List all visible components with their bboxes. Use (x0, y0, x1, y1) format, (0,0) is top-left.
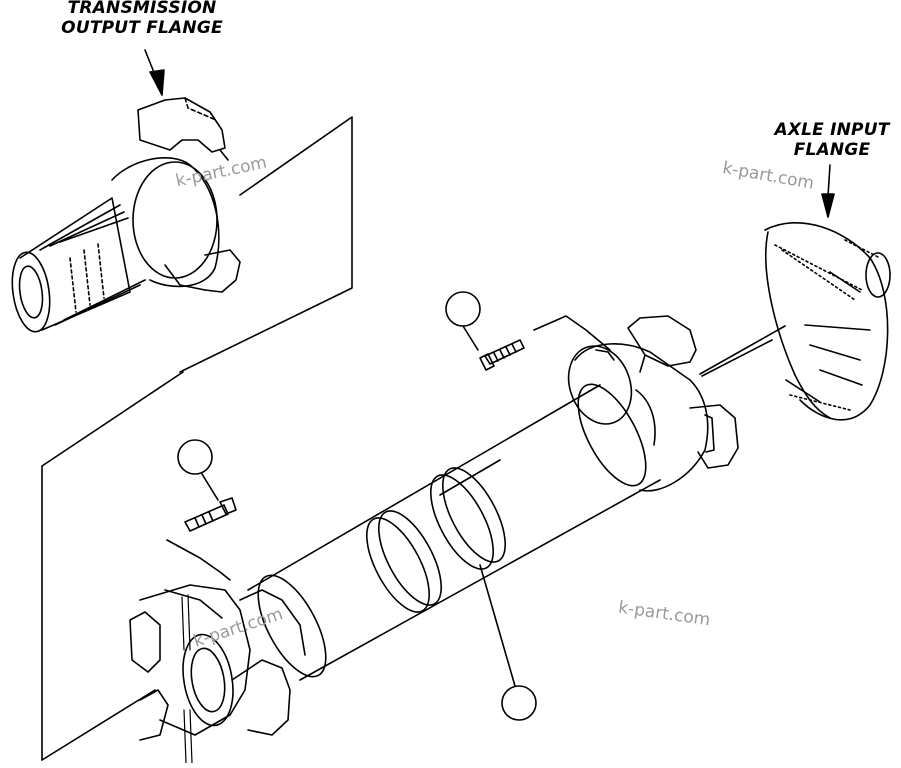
rear-universal-joint (558, 316, 738, 491)
axle-label-line1: AXLE INPUT (774, 120, 890, 140)
callout-bubble-bottom (480, 565, 536, 720)
axle-flange-label: AXLE INPUT FLANGE (772, 120, 892, 160)
callout-bubble-left (178, 440, 218, 500)
assembly-panel (42, 326, 785, 760)
transmission-label-line2: OUTPUT FLANGE (61, 18, 223, 38)
bolt-top (480, 316, 610, 370)
transmission-leader-arrow (145, 50, 164, 95)
bolt-left (167, 498, 236, 580)
driveshaft-tube (245, 374, 660, 686)
callout-bubble-top (446, 292, 480, 350)
axle-leader-arrow (822, 165, 834, 217)
axle-label-line2: FLANGE (793, 140, 871, 160)
transmission-label-line1: TRANSMISSION (67, 0, 217, 18)
transmission-output-flange (8, 98, 240, 334)
transmission-flange-label: TRANSMISSION OUTPUT FLANGE (52, 0, 232, 38)
axle-input-flange (765, 223, 890, 420)
transmission-panel (180, 117, 352, 372)
front-universal-joint (130, 585, 305, 763)
